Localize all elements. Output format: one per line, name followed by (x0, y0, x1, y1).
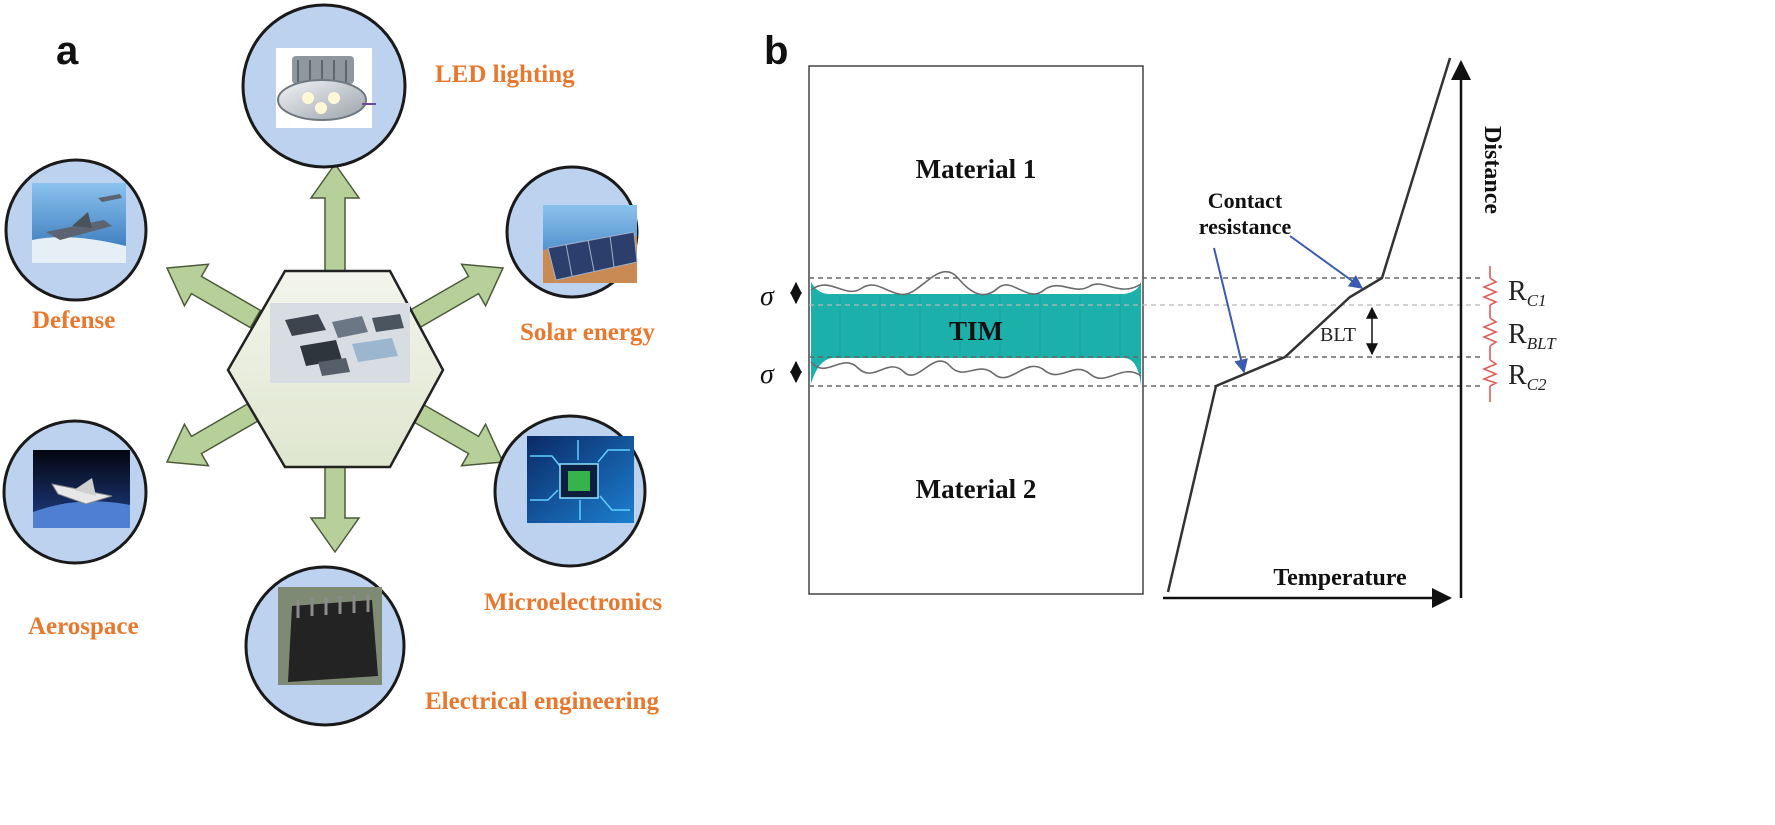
label-led-lighting: LED lighting (435, 61, 575, 88)
resistor-rc2 (1481, 359, 1499, 387)
hub-hexagon (226, 269, 445, 469)
blt-label: BLT (1320, 324, 1356, 346)
label-rc1: RC1 (1508, 276, 1547, 310)
label-rblt: RBLT (1508, 319, 1557, 353)
y-axis-label: Distance (1479, 126, 1505, 214)
tim-texture (839, 296, 1121, 356)
panel-a-letter: a (56, 29, 79, 73)
arrow-upper-right (408, 263, 505, 329)
arrow-lower-right (408, 401, 505, 467)
callout-arrow-lower (1213, 247, 1248, 374)
fighter-jet-icon (32, 183, 126, 263)
application-defense: Defense (4, 158, 148, 334)
led-downlight-icon (276, 48, 376, 128)
arrow-lower-left (165, 401, 262, 467)
panel-b-letter: b (764, 29, 788, 73)
application-electrical-engineering: Electrical engineering (244, 565, 659, 727)
solar-panel-icon (543, 205, 638, 283)
material-1-label: Material 1 (916, 154, 1037, 184)
dashed-guides (809, 277, 1480, 387)
sigma-bottom: σ (760, 359, 775, 390)
label-defense: Defense (32, 307, 115, 334)
application-arrows (165, 162, 505, 554)
resistor-network (1481, 266, 1499, 402)
arrow-upper-left (165, 263, 262, 329)
battery-pack-icon (278, 587, 382, 685)
circuit-chip-icon (527, 436, 634, 523)
roughness-marker-bottom: σ (760, 359, 802, 390)
resistor-rblt (1481, 317, 1499, 347)
space-shuttle-icon (33, 450, 130, 528)
label-rc2: RC2 (1508, 360, 1547, 394)
sigma-top: σ (760, 281, 775, 312)
resistor-rc1 (1481, 277, 1499, 306)
label-electrical-engineering: Electrical engineering (425, 688, 659, 715)
material-2-label: Material 2 (916, 474, 1037, 504)
tim-label: TIM (949, 316, 1003, 346)
arrow-up (309, 162, 361, 273)
application-solar-energy: Solar energy (505, 165, 655, 346)
panel-b: b Material 1 TIM Materia (760, 29, 1557, 608)
roughness-marker-top: σ (760, 281, 802, 312)
callout-resistance: resistance (1199, 214, 1292, 239)
panel-a: a (2, 3, 662, 727)
label-aerospace: Aerospace (28, 613, 139, 640)
label-microelectronics: Microelectronics (484, 589, 662, 616)
application-aerospace: Aerospace (2, 419, 148, 640)
temperature-profile-line (1166, 57, 1452, 593)
callout-arrow-upper (1289, 235, 1364, 289)
label-solar-energy: Solar energy (520, 319, 655, 346)
rough-interface-top (810, 270, 1142, 296)
rough-interface-bottom (810, 360, 1142, 380)
electronic-components-icon (270, 303, 410, 383)
application-microelectronics: Microelectronics (484, 414, 662, 616)
x-axis-label: Temperature (1273, 565, 1407, 591)
callout-contact: Contact (1208, 188, 1283, 213)
application-led-lighting: LED lighting (241, 3, 575, 169)
tim-layer (811, 282, 1141, 386)
